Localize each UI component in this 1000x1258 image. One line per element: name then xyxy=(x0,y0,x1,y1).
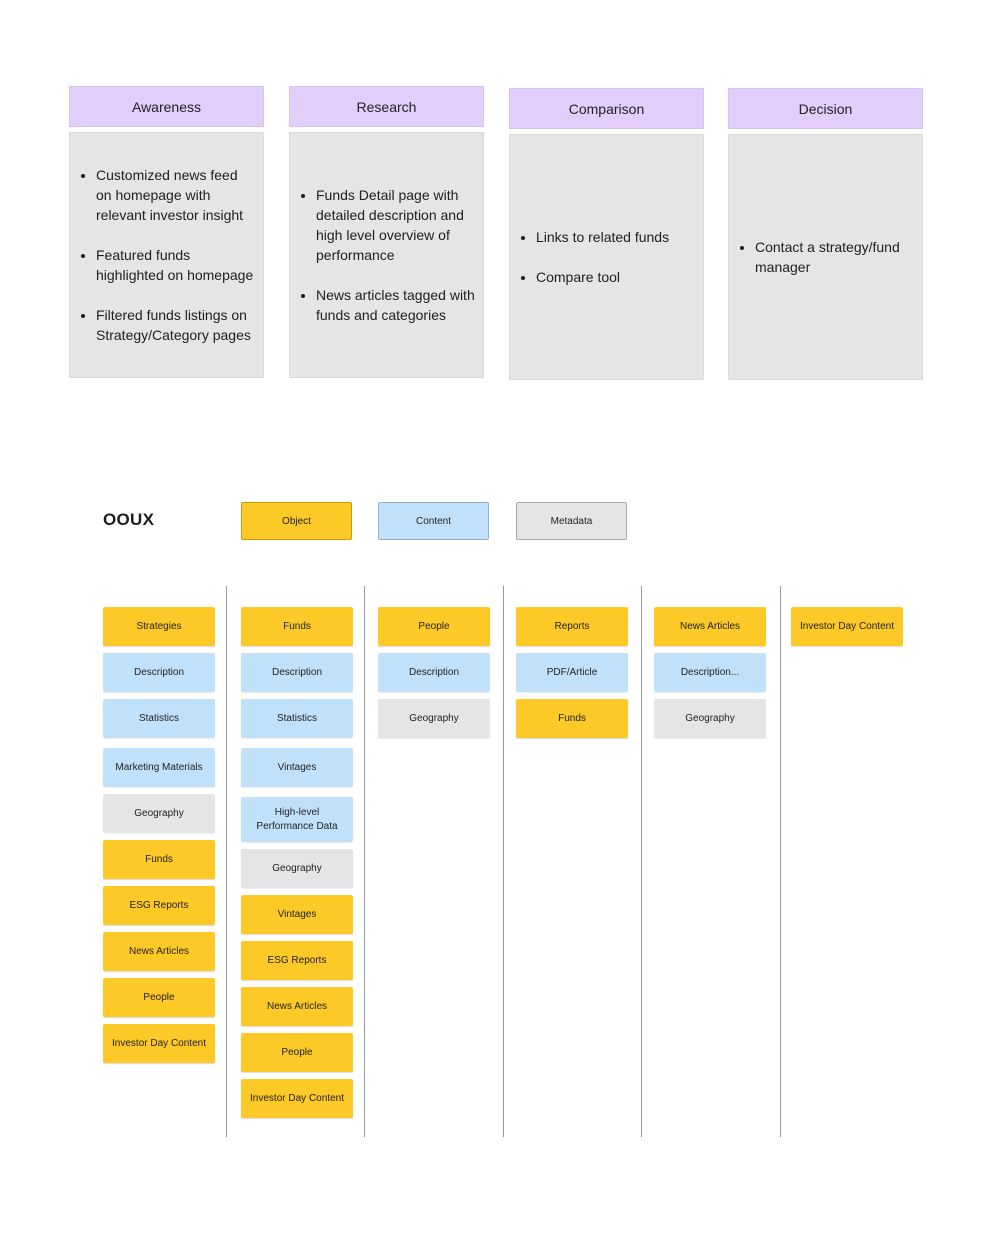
stage-body: Links to related fundsCompare tool xyxy=(509,134,704,380)
object-card: News Articles xyxy=(241,987,353,1026)
stage-body: Contact a strategy/fund manager xyxy=(728,134,923,380)
object-card: Funds xyxy=(516,699,628,738)
content-card: High-level Performance Data xyxy=(241,797,353,842)
stage-decision: DecisionContact a strategy/fund manager xyxy=(728,88,923,380)
stage-item: News articles tagged with funds and cate… xyxy=(316,285,475,325)
content-card: Description xyxy=(378,653,490,692)
ooux-title: OOUX xyxy=(103,510,155,529)
content-card: Description... xyxy=(654,653,766,692)
object-card: People xyxy=(103,978,215,1017)
object-card: ESG Reports xyxy=(241,941,353,980)
content-card: Statistics xyxy=(241,699,353,738)
content-card: PDF/Article xyxy=(516,653,628,692)
object-card: Strategies xyxy=(103,607,215,646)
object-card: Investor Day Content xyxy=(241,1079,353,1118)
stage-item: Links to related funds xyxy=(536,227,695,247)
content-card: Marketing Materials xyxy=(103,748,215,787)
object-card: Funds xyxy=(103,840,215,879)
metadata-card: Geography xyxy=(378,699,490,738)
object-card: Funds xyxy=(241,607,353,646)
stage-item-list: Links to related fundsCompare tool xyxy=(510,227,703,287)
stage-item: Compare tool xyxy=(536,267,695,287)
stage-item-list: Contact a strategy/fund manager xyxy=(729,237,922,277)
stage-item-list: Funds Detail page with detailed descript… xyxy=(290,185,483,325)
metadata-card: Geography xyxy=(241,849,353,888)
column-divider xyxy=(364,586,365,1137)
object-card: Investor Day Content xyxy=(103,1024,215,1063)
column-divider xyxy=(641,586,642,1137)
stage-item: Contact a strategy/fund manager xyxy=(755,237,914,277)
object-card: Vintages xyxy=(241,895,353,934)
stage-body: Customized news feed on homepage with re… xyxy=(69,132,264,378)
stage-comparison: ComparisonLinks to related fundsCompare … xyxy=(509,88,704,380)
legend-metadata: Metadata xyxy=(516,502,627,540)
stage-item: Featured funds highlighted on homepage xyxy=(96,245,255,285)
object-card: People xyxy=(378,607,490,646)
stage-header: Research xyxy=(289,86,484,127)
stage-item: Funds Detail page with detailed descript… xyxy=(316,185,475,265)
object-card: People xyxy=(241,1033,353,1072)
column-divider xyxy=(226,586,227,1137)
object-card: Reports xyxy=(516,607,628,646)
stage-header: Comparison xyxy=(509,88,704,129)
column-divider xyxy=(780,586,781,1137)
legend-object: Object xyxy=(241,502,352,540)
stage-body: Funds Detail page with detailed descript… xyxy=(289,132,484,378)
content-card: Description xyxy=(241,653,353,692)
object-card: News Articles xyxy=(654,607,766,646)
content-card: Vintages xyxy=(241,748,353,787)
stage-item: Customized news feed on homepage with re… xyxy=(96,165,255,225)
content-card: Description xyxy=(103,653,215,692)
stage-research: ResearchFunds Detail page with detailed … xyxy=(289,86,484,378)
stage-header: Awareness xyxy=(69,86,264,127)
legend-content: Content xyxy=(378,502,489,540)
object-card: Investor Day Content xyxy=(791,607,903,646)
object-card: ESG Reports xyxy=(103,886,215,925)
stage-item-list: Customized news feed on homepage with re… xyxy=(70,165,263,345)
content-card: Statistics xyxy=(103,699,215,738)
object-card: News Articles xyxy=(103,932,215,971)
stage-header: Decision xyxy=(728,88,923,129)
metadata-card: Geography xyxy=(654,699,766,738)
stage-awareness: AwarenessCustomized news feed on homepag… xyxy=(69,86,264,378)
metadata-card: Geography xyxy=(103,794,215,833)
column-divider xyxy=(503,586,504,1137)
stage-item: Filtered funds listings on Strategy/Cate… xyxy=(96,305,255,345)
